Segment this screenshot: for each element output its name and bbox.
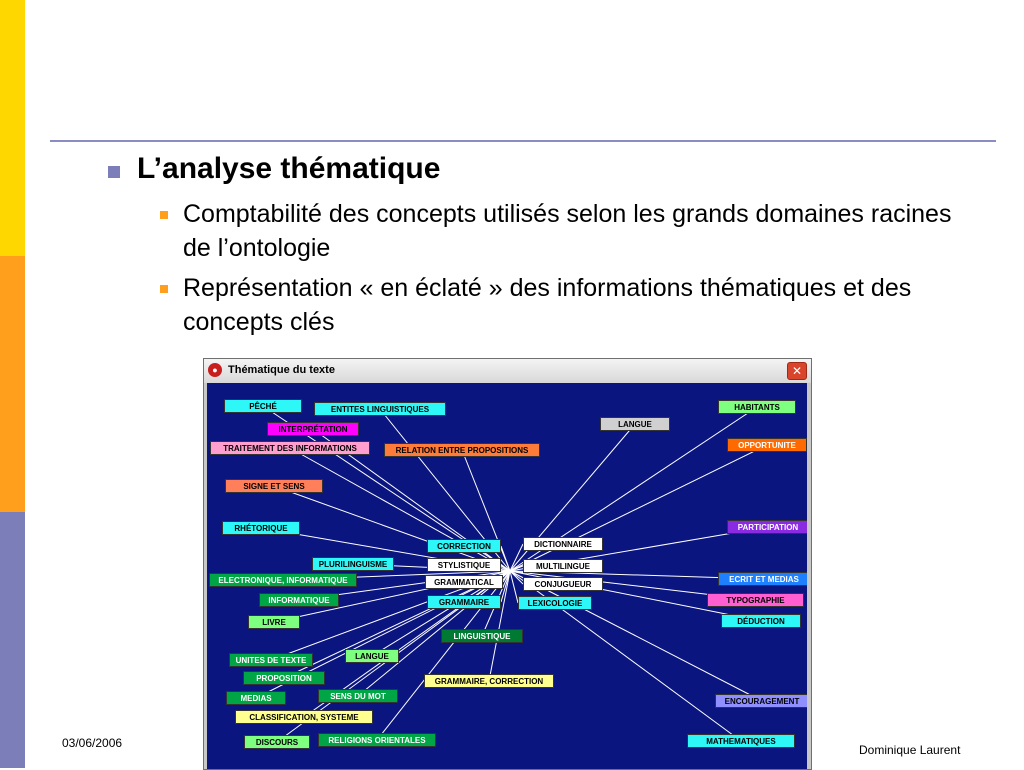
- title-divider: [50, 140, 996, 142]
- node-peche[interactable]: PÊCHÉ: [224, 399, 302, 413]
- node-grammatical[interactable]: GRAMMATICAL: [425, 575, 503, 589]
- node-electronique-informatique[interactable]: ELECTRONIQUE, INFORMATIQUE: [209, 573, 357, 587]
- connector-line-grammaire: [500, 570, 511, 603]
- node-stylistique[interactable]: STYLISTIQUE: [427, 558, 501, 572]
- node-interpretation[interactable]: INTERPRÉTATION: [267, 422, 359, 436]
- accent-bar-yellow: [0, 0, 25, 256]
- bullet-text-1: Comptabilité des concepts utilisés selon…: [183, 200, 952, 262]
- node-mathematiques[interactable]: MATHEMATIQUES: [687, 734, 795, 748]
- node-conjugueur[interactable]: CONJUGUEUR: [523, 577, 603, 591]
- connector-line-gram_correction: [488, 570, 511, 682]
- node-ecrit-medias[interactable]: ECRIT ET MEDIAS: [718, 572, 807, 586]
- square-bullet-icon: [108, 166, 120, 178]
- node-traitement-informations[interactable]: TRAITEMENT DES INFORMATIONS: [210, 441, 370, 455]
- node-sens-du-mot[interactable]: SENS DU MOT: [318, 689, 398, 703]
- node-participation[interactable]: PARTICIPATION: [727, 520, 807, 534]
- accent-bar-orange: [0, 256, 25, 512]
- node-linguistique[interactable]: LINGUISTIQUE: [441, 629, 523, 643]
- node-religions-orientales[interactable]: RELIGIONS ORIENTALES: [318, 733, 436, 747]
- node-dictionnaire[interactable]: DICTIONNAIRE: [523, 537, 603, 551]
- node-classification-systeme[interactable]: CLASSIFICATION, SYSTEME: [235, 710, 373, 724]
- connector-line-signe: [273, 485, 511, 572]
- node-unites-texte[interactable]: UNITES DE TEXTE: [229, 653, 313, 667]
- node-encouragement[interactable]: ENCOURAGEMENT: [715, 694, 807, 708]
- node-medias[interactable]: MEDIAS: [226, 691, 286, 705]
- node-habitants[interactable]: HABITANTS: [718, 400, 796, 414]
- node-langue-top[interactable]: LANGUE: [600, 417, 670, 431]
- slide-heading: L’analyse thématique: [137, 152, 441, 185]
- node-proposition[interactable]: PROPOSITION: [243, 671, 325, 685]
- square-bullet-icon: [160, 211, 168, 219]
- close-button[interactable]: ✕: [787, 362, 807, 380]
- window-titlebar[interactable]: ● Thématique du texte ✕: [204, 359, 811, 383]
- node-rhetorique[interactable]: RHÉTORIQUE: [222, 521, 300, 535]
- connector-line-correction: [500, 545, 511, 572]
- node-grammaire[interactable]: GRAMMAIRE: [427, 595, 501, 609]
- connector-line-opportunite: [509, 444, 768, 572]
- node-entites-linguistiques[interactable]: ENTITES LINGUISTIQUES: [314, 402, 446, 416]
- square-bullet-icon: [160, 285, 168, 293]
- node-deduction[interactable]: DÉDUCTION: [721, 614, 801, 628]
- node-typographie[interactable]: TYPOGRAPHIE: [707, 593, 804, 607]
- concept-graph: PÊCHÉ ENTITES LINGUISTIQUES INTERPRÉTATI…: [207, 383, 807, 769]
- node-lexicologie[interactable]: LEXICOLOGIE: [518, 596, 592, 610]
- node-plurilinguisme[interactable]: PLURILINGUISME: [312, 557, 394, 571]
- connector-line-dictionnaire: [509, 543, 524, 572]
- node-multilingue[interactable]: MULTILINGUE: [523, 559, 603, 573]
- connector-line-sens_mot: [357, 570, 511, 697]
- accent-bar-purple: [0, 512, 25, 768]
- node-informatique[interactable]: INFORMATIQUE: [259, 593, 339, 607]
- connector-line-multilingue: [509, 565, 524, 572]
- thematic-window: ● Thématique du texte ✕ PÊCHÉ ENTITES LI…: [203, 358, 812, 770]
- connector-line-relation: [461, 449, 511, 572]
- connector-line-encouragement: [509, 570, 763, 702]
- bullet-text-2: Représentation « en éclaté » des informa…: [183, 274, 912, 336]
- slide-author: Dominique Laurent: [859, 743, 961, 757]
- node-opportunite[interactable]: OPPORTUNITE: [727, 438, 807, 452]
- connector-line-stylistique: [500, 564, 511, 572]
- node-grammaire-correction[interactable]: GRAMMAIRE, CORRECTION: [424, 674, 554, 688]
- connector-line-lexicologie: [509, 570, 519, 604]
- node-relation-propositions[interactable]: RELATION ENTRE PROPOSITIONS: [384, 443, 540, 457]
- node-livre[interactable]: LIVRE: [248, 615, 300, 629]
- node-correction[interactable]: CORRECTION: [427, 539, 501, 553]
- node-langue-bottom[interactable]: LANGUE: [345, 649, 399, 663]
- app-icon: ●: [208, 363, 222, 377]
- node-discours[interactable]: DISCOURS: [244, 735, 310, 749]
- window-title: Thématique du texte: [228, 364, 335, 376]
- node-signe-sens[interactable]: SIGNE ET SENS: [225, 479, 323, 493]
- slide-date: 03/06/2006: [62, 736, 123, 750]
